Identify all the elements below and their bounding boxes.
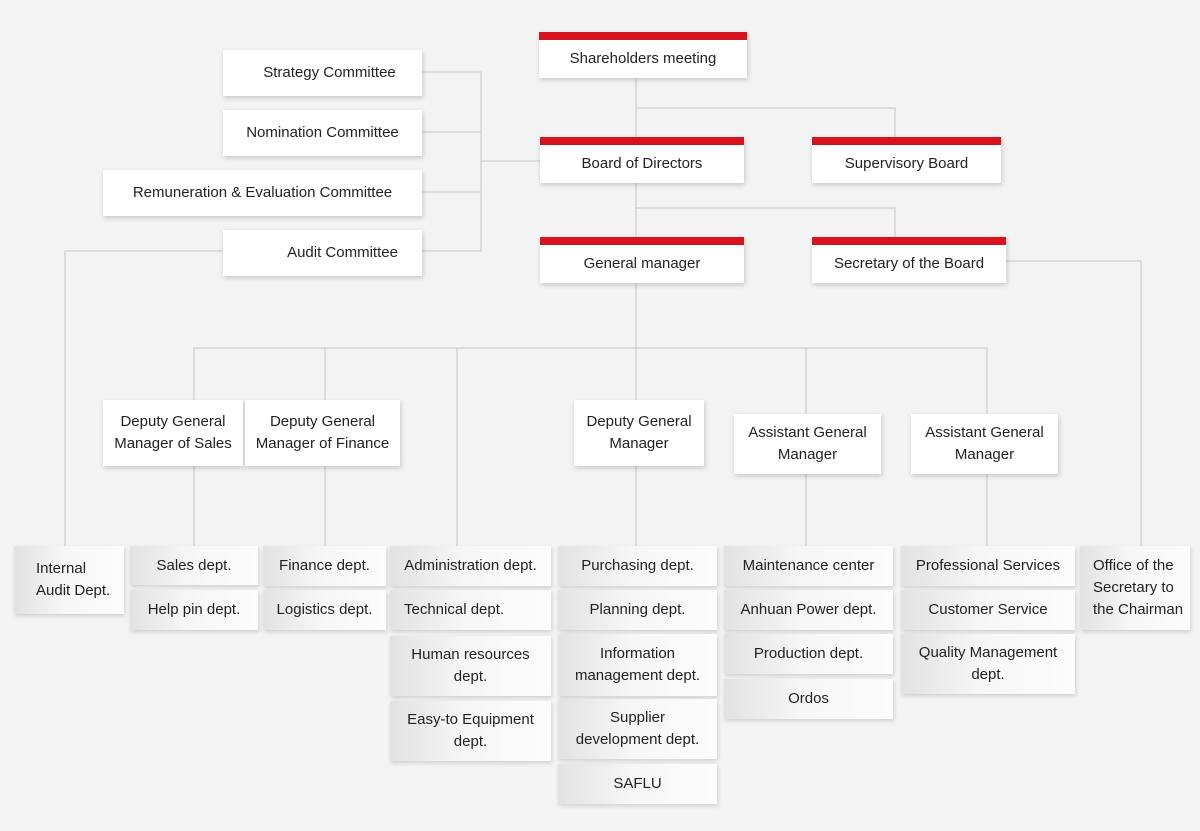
- connector-line: [636, 207, 896, 237]
- help-pin-dept-box: Help pin dept.: [130, 590, 258, 630]
- office-of-secretary-box: Office of the Secretary to the Chairman: [1080, 546, 1190, 630]
- shareholders-meeting-box: Shareholders meeting: [539, 32, 747, 78]
- nomination-committee-box: Nomination Committee: [223, 110, 422, 156]
- assistant-gm-box-2: Assistant General Manager: [911, 414, 1058, 474]
- internal-audit-dept-box: Internal Audit Dept.: [14, 546, 124, 614]
- board-of-directors-box: Board of Directors: [540, 137, 744, 183]
- quality-management-dept-box: Quality Management dept.: [901, 634, 1075, 694]
- connector-line: [193, 347, 988, 414]
- maintenance-center-box: Maintenance center: [724, 546, 893, 586]
- remuneration-evaluation-committee-box: Remuneration & Evaluation Committee: [103, 170, 422, 216]
- supervisory-board-box: Supervisory Board: [812, 137, 1001, 183]
- general-manager-box: General manager: [540, 237, 744, 283]
- connector-line: [1006, 260, 1142, 546]
- supplier-development-dept-box: Supplier development dept.: [558, 699, 717, 759]
- connector-line: [636, 107, 896, 137]
- purchasing-dept-box: Purchasing dept.: [558, 546, 717, 586]
- connectors: [64, 71, 1142, 546]
- planning-dept-box: Planning dept.: [558, 590, 717, 630]
- assistant-gm-box-1: Assistant General Manager: [734, 414, 881, 474]
- anhuan-power-dept-box: Anhuan Power dept.: [724, 590, 893, 630]
- professional-services-box: Professional Services: [901, 546, 1075, 586]
- audit-committee-box: Audit Committee: [223, 230, 422, 276]
- connector-line: [422, 71, 482, 252]
- secretary-of-the-board-box: Secretary of the Board: [812, 237, 1006, 283]
- human-resources-dept-box: Human resources dept.: [390, 636, 551, 696]
- sales-dept-box: Sales dept.: [130, 546, 258, 585]
- saflu-box: SAFLU: [558, 764, 717, 804]
- production-dept-box: Production dept.: [724, 634, 893, 674]
- customer-service-box: Customer Service: [901, 590, 1075, 630]
- strategy-committee-box: Strategy Committee: [223, 50, 422, 96]
- deputy-gm-box: Deputy General Manager: [574, 400, 704, 466]
- logistics-dept-box: Logistics dept.: [263, 590, 386, 630]
- technical-dept-box: Technical dept.: [390, 590, 551, 630]
- deputy-gm-finance-box: Deputy General Manager of Finance: [245, 400, 400, 466]
- easy-to-equipment-dept-box: Easy-to Equipment dept.: [390, 701, 551, 761]
- administration-dept-box: Administration dept.: [390, 546, 551, 586]
- finance-dept-box: Finance dept.: [263, 546, 386, 586]
- deputy-gm-sales-box: Deputy General Manager of Sales: [103, 400, 243, 466]
- ordos-box: Ordos: [724, 679, 893, 719]
- information-management-dept-box: Information management dept.: [558, 634, 717, 696]
- connector-line: [64, 250, 223, 546]
